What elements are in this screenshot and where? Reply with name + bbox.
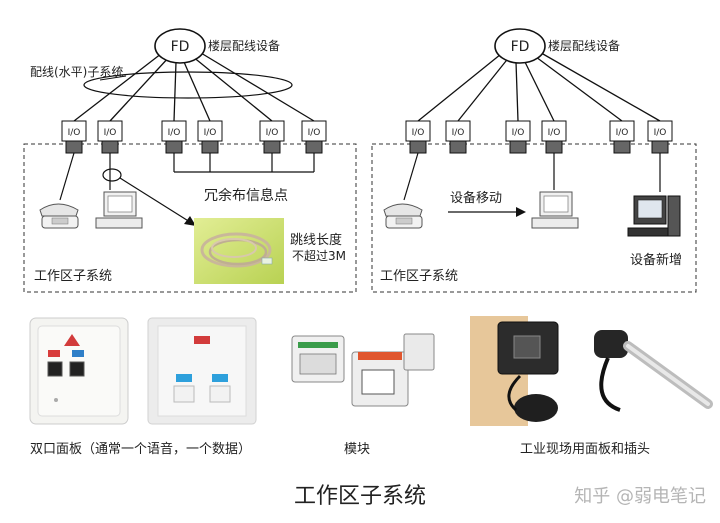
patch-arrow-head (184, 216, 196, 226)
dual-port-panel-photo (29, 317, 129, 425)
right-fd-cables (417, 49, 661, 122)
left-diagram: FD 楼层配线设备 配线(水平)子系统 I/O I/O I/O (23, 28, 357, 293)
right-work-area-box (371, 143, 697, 293)
patch-length-line2: 不超过3M (292, 248, 346, 263)
panel-photo-2 (147, 317, 257, 425)
left-work-area-box (23, 143, 357, 293)
svg-text:I/O: I/O (204, 128, 217, 138)
io-outlet-5: I/O (259, 120, 285, 154)
right-diagram: FD 楼层配线设备 I/O I/O I/O I/O (371, 28, 697, 293)
device-move-arrow-head (516, 207, 526, 217)
io-outlet-3: I/O (161, 120, 187, 154)
svg-text:I/O: I/O (512, 128, 525, 138)
watermark: 知乎 @弱电笔记 (574, 486, 706, 507)
io-outlet-r2: I/O (445, 120, 471, 154)
svg-text:I/O: I/O (308, 128, 321, 138)
right-io-outlets: I/O I/O I/O I/O I/O (405, 120, 673, 154)
cable-highlight-ellipse (102, 168, 122, 182)
left-work-area-label: 工作区子系统 (34, 269, 112, 284)
svg-text:I/O: I/O (452, 128, 465, 138)
dual-panel-label: 双口面板（通常一个语音，一个数据） (30, 442, 252, 457)
computer-icon (95, 191, 143, 229)
svg-text:I/O: I/O (104, 128, 117, 138)
device-new-label: 设备新增 (630, 252, 682, 268)
svg-text:I/O: I/O (168, 128, 181, 138)
svg-text:I/O: I/O (68, 128, 81, 138)
io-outlet-r3: I/O (505, 120, 531, 154)
telephone-icon (39, 203, 79, 229)
moved-computer-icon (531, 191, 579, 229)
svg-text:I/O: I/O (548, 128, 561, 138)
svg-text:I/O: I/O (412, 128, 425, 138)
phone-cable (59, 152, 75, 201)
horizontal-label-pointer (99, 75, 127, 81)
io-outlet-4: I/O (197, 120, 223, 154)
left-io-outlets: I/O I/O I/O I/O I/O (61, 120, 327, 154)
io-outlet-2: I/O (97, 120, 123, 154)
io-outlet-6: I/O (301, 120, 327, 154)
patch-length-line1: 跳线长度 (290, 232, 342, 248)
industrial-panel-photo (470, 316, 713, 426)
patch-cord-photo (194, 218, 284, 284)
redundant-points-label: 冗余布信息点 (204, 187, 288, 204)
device-move-label: 设备移动 (450, 190, 502, 206)
io-outlet-r1: I/O (405, 120, 431, 154)
patch-arrow (119, 177, 191, 223)
left-fd-label: FD (171, 39, 190, 55)
right-work-area-label: 工作区子系统 (380, 269, 458, 284)
svg-text:I/O: I/O (266, 128, 279, 138)
left-fd-cables (73, 49, 315, 122)
industrial-panel-label: 工业现场用面板和插头 (520, 442, 651, 457)
left-fd-title: 楼层配线设备 (208, 38, 280, 53)
io-outlet-r4: I/O (541, 120, 567, 154)
svg-text:I/O: I/O (616, 128, 629, 138)
horizontal-subsystem-label: 配线(水平)子系统 (30, 65, 123, 79)
io-outlet-r5: I/O (609, 120, 635, 154)
new-workstation-icon (627, 195, 681, 237)
right-telephone-icon (383, 203, 423, 229)
right-fd-title: 楼层配线设备 (548, 38, 620, 53)
right-phone-cable (403, 152, 419, 201)
module-label: 模块 (344, 442, 371, 457)
svg-text:I/O: I/O (654, 128, 667, 138)
module-photo (291, 333, 435, 407)
horizontal-subsystem-ellipse (83, 71, 293, 99)
io-outlet-1: I/O (61, 120, 87, 154)
figure-caption: 工作区子系统 (293, 484, 426, 509)
right-fd-node (494, 28, 546, 64)
right-fd-label: FD (511, 39, 530, 55)
io-outlet-r6: I/O (647, 120, 673, 154)
redundant-bracket (173, 153, 315, 173)
left-fd-node (154, 28, 206, 64)
